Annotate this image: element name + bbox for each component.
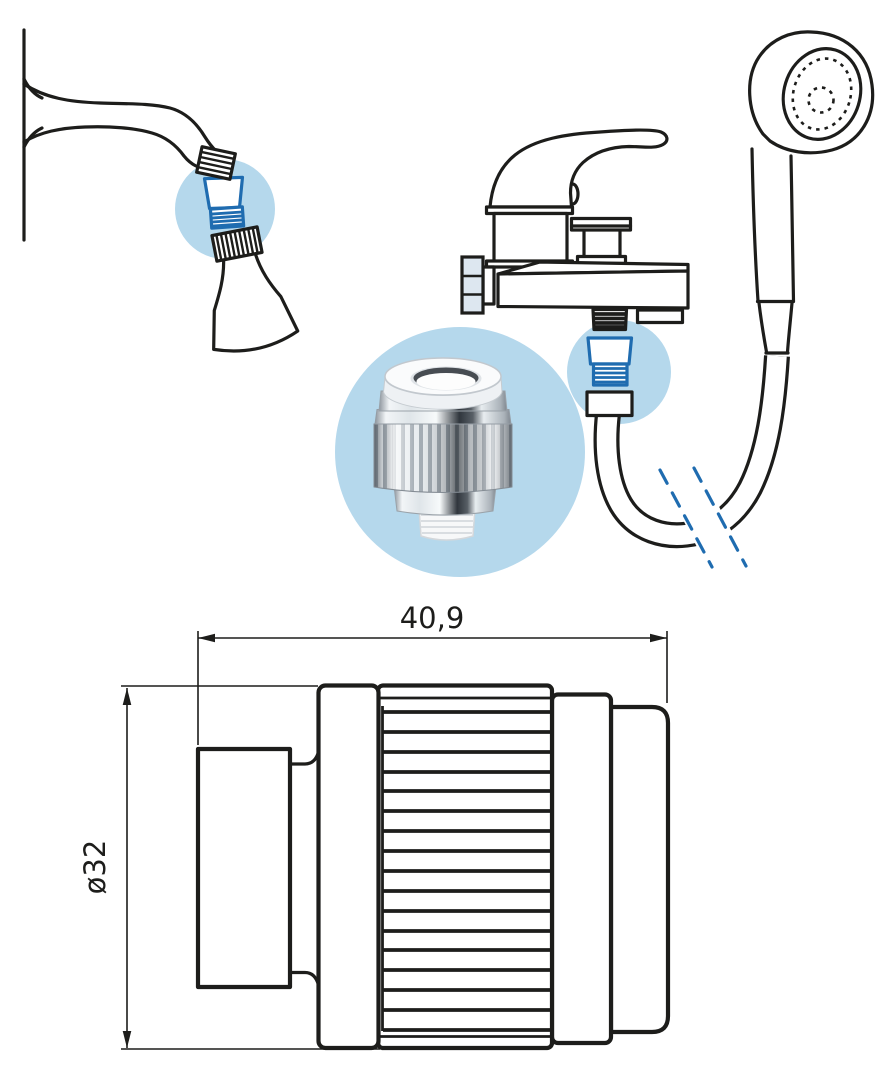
hose-nut <box>585 390 634 418</box>
dimensions: 40,9 ø32 <box>78 601 668 1050</box>
tech-drawing: 40,9 ø32 <box>78 601 671 1051</box>
spout-bottom-step <box>635 308 685 325</box>
mixer-lever-handle <box>488 128 669 209</box>
neck-top-edge <box>288 750 321 766</box>
arrow-down-icon <box>122 1031 132 1048</box>
shower-head-nut-knurling <box>215 227 259 261</box>
inlet-hex-nut <box>460 255 485 315</box>
outlet-thread-ridges <box>593 312 626 329</box>
hose-break-dash-left <box>658 468 714 569</box>
section-ring <box>549 692 614 1046</box>
spray-nozzle-center-ring <box>807 86 835 114</box>
arrow-left-icon <box>198 633 215 643</box>
blue-adapter-cup-right <box>586 336 634 366</box>
blue-thread-ridges-right <box>593 367 628 384</box>
shower-head-cone <box>212 251 300 353</box>
neck-bottom-edge <box>288 970 321 987</box>
shower-head-cone-group <box>210 225 300 353</box>
shower-arm-top-edge <box>22 82 218 153</box>
arm-thread-collar <box>195 145 237 181</box>
spray-nozzle-ring <box>791 57 853 131</box>
product-photo <box>335 327 585 577</box>
arm-flange-top <box>22 77 44 100</box>
hand-shower-face <box>781 47 863 141</box>
hose-break-dash-right <box>692 466 748 568</box>
mixer-body <box>492 211 569 264</box>
hex-nut-facets <box>462 274 483 296</box>
blue-adapter-cup-left <box>202 175 245 211</box>
section-end-cap <box>608 704 671 1035</box>
inlet-connector <box>481 265 496 306</box>
chrome-adapter-product <box>373 357 513 541</box>
hose-break-gap <box>658 455 750 583</box>
hand-shower <box>748 30 875 355</box>
hand-shower-handle-left <box>750 147 760 303</box>
product-knurl-shading <box>373 418 513 493</box>
product-base-band <box>393 485 497 516</box>
arrow-right-icon <box>650 633 667 643</box>
mixer-shower-illustration <box>460 30 875 583</box>
handle-butt-left <box>757 301 769 354</box>
arm-thread-ridges <box>198 150 234 176</box>
section-collar <box>316 683 381 1051</box>
handle-butt-right <box>785 301 794 354</box>
hand-shower-handle-right <box>789 154 796 303</box>
section-knurl <box>375 683 555 1051</box>
product-chrome-band-lower <box>374 409 512 425</box>
blue-adapter-thread-left <box>208 205 246 230</box>
blue-thread-ridges <box>210 210 244 228</box>
arm-flange-bottom <box>22 126 44 149</box>
width-dimension-label: 40,9 <box>400 601 465 635</box>
part-outline <box>195 683 671 1051</box>
spout-front-face <box>496 269 690 310</box>
arrow-up-icon <box>122 688 132 705</box>
diameter-dimension-label: ø32 <box>78 840 112 895</box>
knurl-ribs <box>383 710 550 1032</box>
wall-shower-illustration <box>22 28 300 353</box>
diverter-knob-cap <box>569 216 633 232</box>
product-opening-inner <box>416 373 476 390</box>
shower-arm-bottom-edge <box>22 125 198 168</box>
section-male-thread <box>195 746 293 990</box>
